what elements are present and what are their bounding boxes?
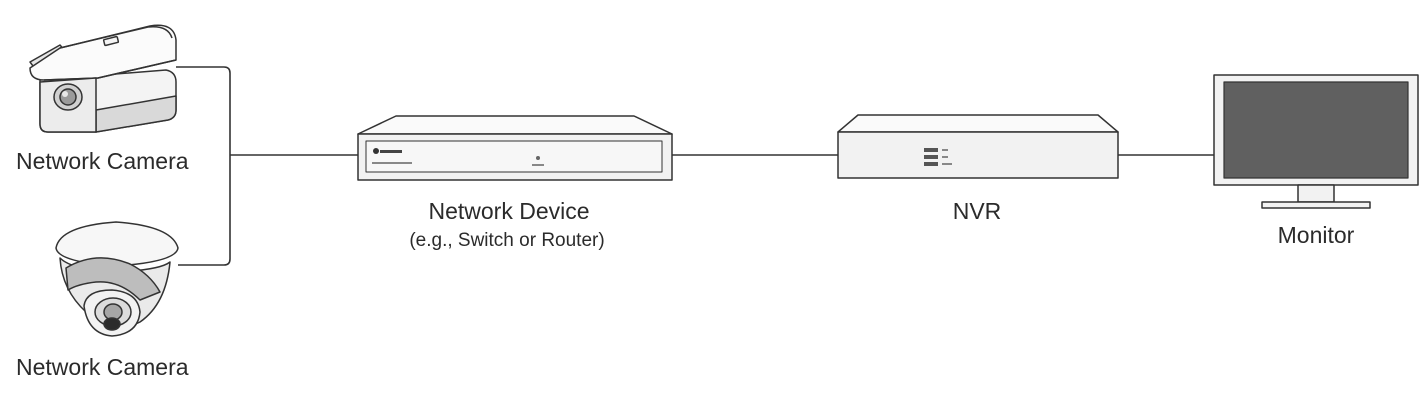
dome-camera-label: Network Camera [16,354,189,380]
connection-lines [176,66,1214,266]
network-device-label: Network Device [428,198,590,224]
bullet-camera-cable [176,66,231,155]
bullet-camera-icon [29,24,177,133]
nvr-icon [837,114,1119,179]
dome-camera-cable [178,155,231,266]
monitor-icon [1213,74,1419,209]
network-device-sublabel: (e.g., Switch or Router) [409,230,605,251]
nvr-status-leds [924,148,952,166]
monitor-label: Monitor [1277,222,1355,248]
dome-camera-icon [55,221,179,337]
network-switch-icon [357,115,673,181]
bullet-camera-label: Network Camera [16,148,189,174]
nvr-label: NVR [952,198,1002,224]
